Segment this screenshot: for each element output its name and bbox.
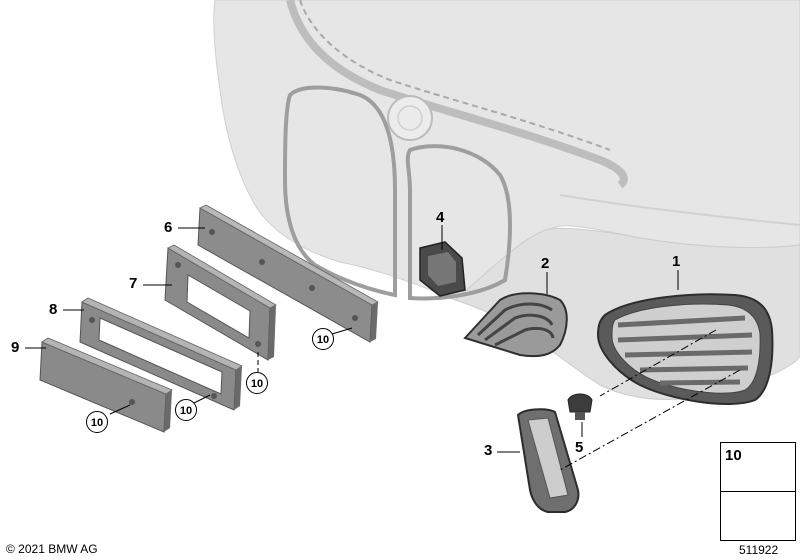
callout-3: 3 [484, 442, 493, 459]
license-plate-base-9 [39, 337, 173, 433]
fastener-callout-10: 10 [312, 328, 334, 350]
callout-7: 7 [129, 275, 138, 292]
fastener-callout-10: 10 [175, 399, 197, 421]
callout-6: 6 [164, 219, 173, 236]
callout-2: 2 [541, 255, 550, 272]
callout-9: 9 [11, 339, 20, 356]
callout-4: 4 [436, 209, 445, 226]
diagram-id: 511922 [739, 543, 779, 557]
trim-strip [516, 408, 580, 513]
fastener-callout-10: 10 [246, 372, 268, 394]
bracket [419, 241, 466, 297]
license-plate-frame-7 [164, 244, 277, 361]
legend-view-direction-box [720, 491, 796, 541]
callout-1: 1 [672, 253, 681, 270]
expanding-clip [567, 393, 593, 420]
legend-part-number: 10 [725, 447, 742, 464]
fastener-callout-10: 10 [86, 411, 108, 433]
license-plate-base-6 [197, 204, 379, 343]
callout-5: 5 [575, 439, 584, 456]
copyright-text: © 2021 BMW AG [6, 542, 98, 556]
leader-lines [25, 225, 741, 471]
grille-insert [463, 292, 568, 358]
license-plate-frame-8 [79, 297, 243, 411]
legend-fastener-box: 10 [720, 442, 796, 492]
callout-8: 8 [49, 301, 58, 318]
